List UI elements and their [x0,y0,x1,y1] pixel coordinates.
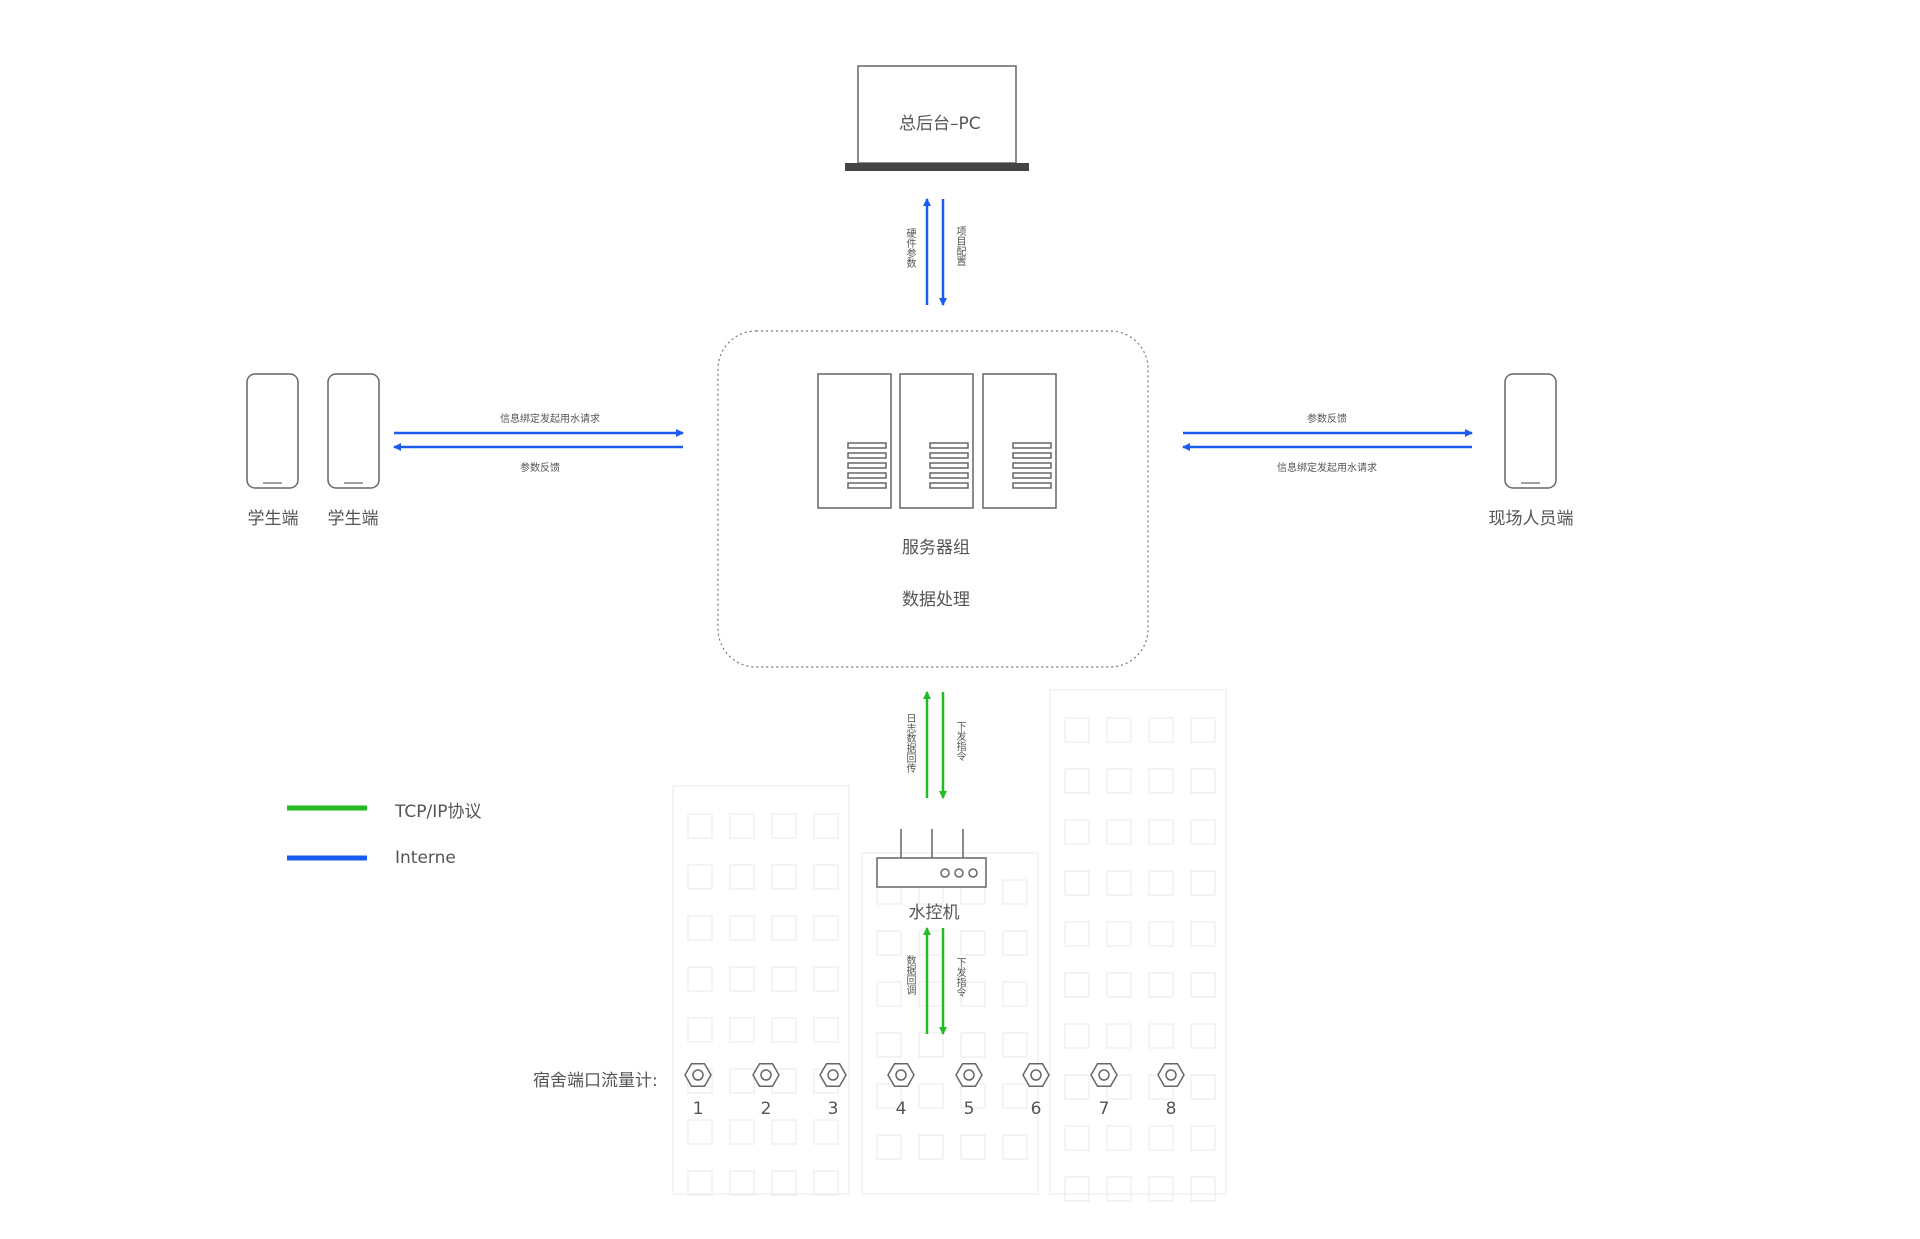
data-processing-label: 数据处理 [902,590,970,610]
label-project-config: 项目配置 [954,226,965,266]
label-meter-command: 下发指令 [954,957,965,997]
pc-title: 总后台–PC [899,114,981,134]
legend-internet-label: Interne [395,848,456,868]
label-right-request: 信息绑定发起用水请求 [1277,463,1377,474]
legend-tcp-label: TCP/IP协议 [395,802,482,822]
label-left-feedback: 参数反馈 [520,463,560,474]
flow-meter-icon [752,1062,780,1088]
flow-meter-number: 6 [1030,1099,1042,1119]
server-cabinet-icon [817,373,1057,509]
flow-meter-number: 1 [692,1099,704,1119]
flow-meter-icon [887,1062,915,1088]
server-group-label: 服务器组 [902,538,970,558]
label-hardware-params: 硬件参数 [904,228,915,268]
flow-meter-icon [684,1062,712,1088]
pc-laptop-icon [845,65,1029,171]
staff-phone-icon [1504,373,1557,489]
flow-meter-number: 3 [827,1099,839,1119]
water-controller-label: 水控机 [908,903,960,923]
flow-meter-icon [1022,1062,1050,1088]
label-log-data: 日志数据回传 [904,713,915,773]
flow-meter-number: 5 [963,1099,975,1119]
label-left-request: 信息绑定发起用水请求 [500,414,600,425]
server-group-box [717,330,1149,668]
flow-meter-number: 7 [1098,1099,1110,1119]
label-issue-command: 下发指令 [954,721,965,761]
water-controller-router-icon [876,829,987,888]
flow-meter-icon [955,1062,983,1088]
flow-meter-label: 宿舍端口流量计: [533,1071,658,1091]
student-phone-icon [327,373,380,489]
student-label: 学生端 [247,509,299,529]
flow-meters [684,1062,1185,1088]
label-data-callback: 数据回调 [904,955,915,995]
dormitory-buildings-background [672,689,1227,1202]
student-phone-icon [246,373,299,489]
flow-meter-icon [1090,1062,1118,1088]
flow-meter-number: 2 [760,1099,772,1119]
flow-meter-number: 4 [895,1099,907,1119]
student-label: 学生端 [327,509,379,529]
staff-label: 现场人员端 [1488,509,1574,529]
flow-meter-icon [819,1062,847,1088]
label-right-feedback: 参数反馈 [1307,414,1347,425]
flow-meter-number: 8 [1165,1099,1177,1119]
flow-meter-icon [1157,1062,1185,1088]
